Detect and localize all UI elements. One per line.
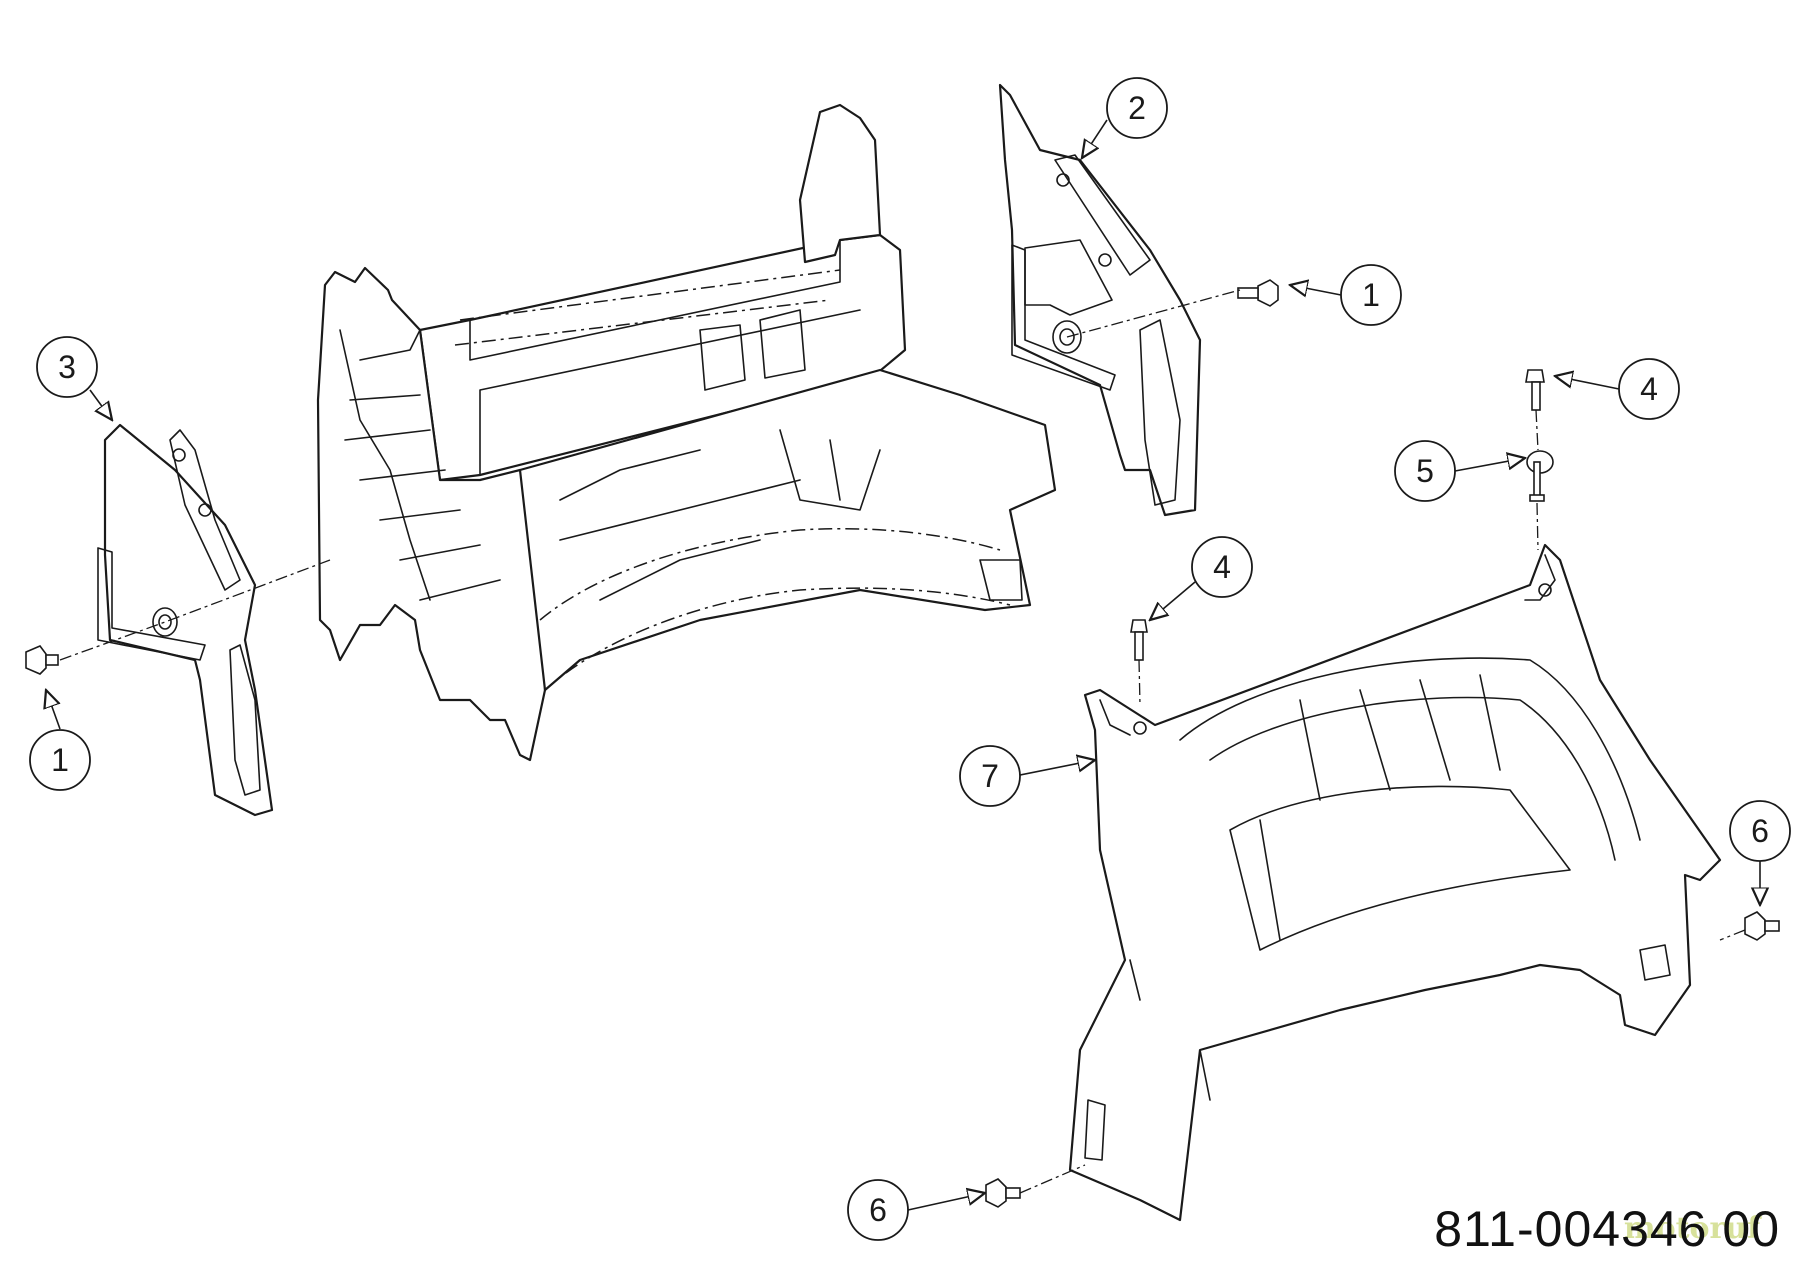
callout-label: 6 — [1751, 813, 1769, 849]
callout-1-right: 1 — [1340, 264, 1402, 326]
callout-label: 3 — [58, 349, 76, 385]
callout-label: 2 — [1128, 90, 1146, 126]
main-housing — [316, 103, 1057, 762]
part-1-screw-left — [25, 645, 59, 675]
part-7-chute-cover — [1068, 543, 1722, 1222]
callout-1-left: 1 — [29, 729, 91, 791]
callout-label: 6 — [869, 1192, 887, 1228]
part-5-pin — [1526, 450, 1554, 502]
callout-label: 4 — [1213, 549, 1231, 585]
callout-label: 5 — [1416, 453, 1434, 489]
callout-6-bottom: 6 — [847, 1179, 909, 1241]
callout-3: 3 — [36, 336, 98, 398]
part-6-screw-bottom — [985, 1178, 1021, 1208]
part-3-left-bracket — [97, 423, 274, 817]
part-6-screw-right — [1744, 911, 1780, 941]
assembly-axes — [59, 289, 1746, 1194]
callout-label: 4 — [1640, 371, 1658, 407]
callout-2: 2 — [1106, 77, 1168, 139]
part-4-screw-mid — [1130, 619, 1148, 661]
part-4-screw-top — [1525, 369, 1545, 411]
callout-7: 7 — [959, 745, 1021, 807]
callout-5: 5 — [1394, 440, 1456, 502]
callout-4-mid: 4 — [1191, 536, 1253, 598]
callout-label: 7 — [981, 758, 999, 794]
leader-lines — [46, 119, 1760, 1211]
callout-6-right: 6 — [1729, 800, 1791, 862]
part-1-screw-right — [1237, 279, 1279, 307]
part-2-right-bracket — [998, 83, 1202, 517]
callout-label: 1 — [1362, 277, 1380, 313]
callout-4-top: 4 — [1618, 358, 1680, 420]
diagram-part-number: 811-004346 00 — [1434, 1201, 1780, 1257]
watermark-logo: motoruf — [1623, 1211, 1760, 1246]
callout-label: 1 — [51, 742, 69, 778]
